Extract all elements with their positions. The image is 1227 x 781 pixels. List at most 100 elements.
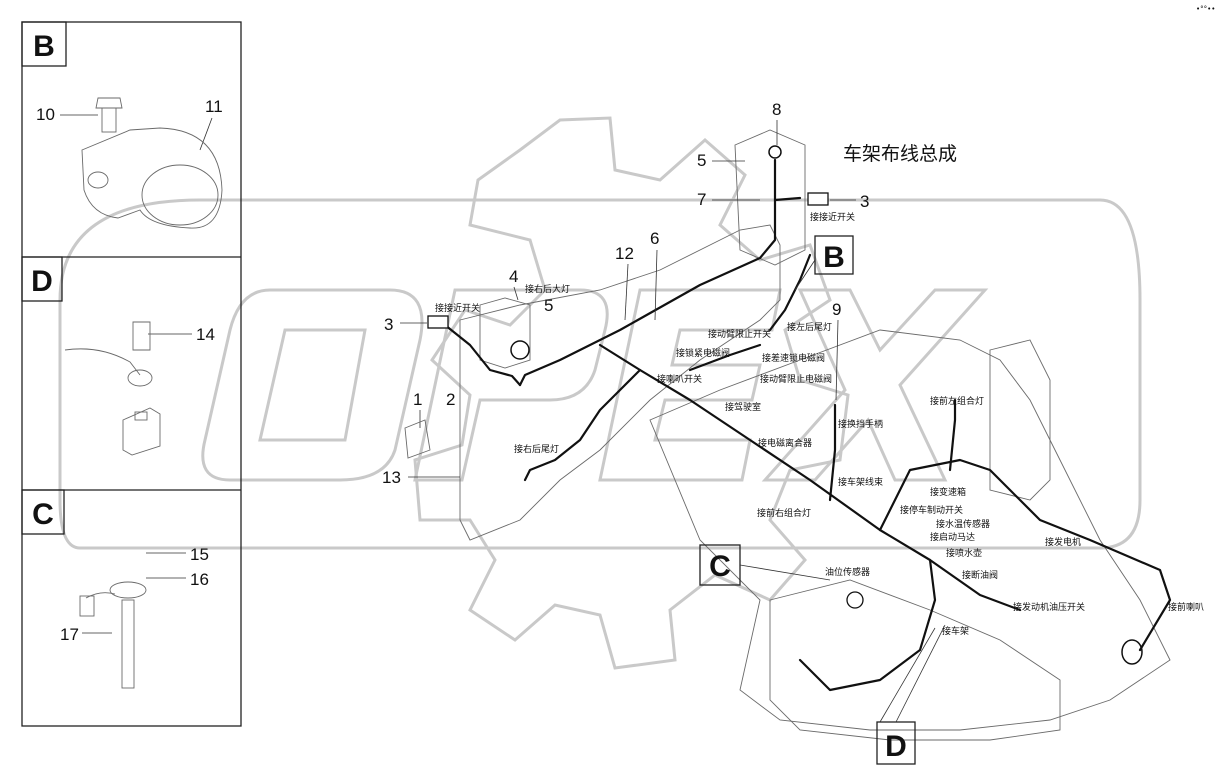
corner-mark: •°°•• (1196, 5, 1215, 13)
part-number: 11 (205, 97, 223, 116)
engine-block-outline (769, 579, 1061, 741)
rear-post-outline (734, 129, 806, 266)
leader-line (199, 117, 213, 151)
clamp-part (81, 127, 223, 229)
part-number: 7 (697, 190, 706, 209)
part-number: 10 (36, 105, 55, 124)
watermark (58, 116, 1142, 670)
sensor-connector (768, 145, 782, 159)
harness-branch-handle (828, 403, 837, 502)
label: 接右后尾灯 (514, 443, 559, 455)
panel-frame (21, 21, 242, 727)
panel-letter-box (21, 21, 67, 67)
callout-letter: D (885, 730, 907, 763)
ground-terminal-part (64, 321, 153, 387)
watermark-letter-p (413, 288, 609, 482)
part-number: 9 (832, 300, 841, 319)
right-post-outline (989, 339, 1051, 501)
label: 接停车制动开关 (900, 504, 963, 516)
panel-letter-box (21, 256, 63, 302)
label: 接断油阀 (962, 569, 998, 581)
label: 接驾驶室 (725, 401, 761, 413)
label: 接电磁离合器 (758, 437, 812, 449)
block-part (122, 407, 161, 456)
part-number: 17 (60, 625, 79, 644)
callout-letter: C (709, 550, 731, 583)
label: 接左后尾灯 (787, 321, 832, 333)
watermark-letter-x (761, 288, 989, 482)
prox-switch-connector (427, 315, 449, 329)
harness-branch-middle (688, 343, 762, 372)
label: 接前右组合灯 (757, 507, 811, 519)
harness-branch-front (878, 458, 1172, 652)
wiring-harness (427, 145, 1172, 692)
label: 接右后大灯 (525, 283, 570, 295)
part-number: 12 (615, 244, 634, 263)
panel-letter: B (33, 30, 55, 63)
part-number: 2 (446, 390, 455, 409)
harness-branch-battery (798, 558, 937, 692)
harness-branch-front-left (948, 398, 957, 472)
left-post-outline (479, 297, 531, 369)
bolt-part (95, 97, 123, 133)
part-number: 15 (190, 545, 209, 564)
label: 接换挡手柄 (838, 418, 883, 430)
fuel-sensor-part (79, 581, 147, 689)
label: 接接近开关 (810, 211, 855, 223)
panel-letter: D (31, 265, 53, 298)
front-frame-outline (649, 329, 1171, 731)
oil-sensor-connector (846, 591, 864, 609)
watermark-ring (58, 198, 1142, 550)
label: 接喷水壶 (946, 547, 982, 559)
harness-trunk (518, 158, 777, 387)
part-number: 5 (544, 296, 553, 315)
diagram-title: 车架布线总成 (843, 143, 957, 165)
part-number: 8 (772, 100, 781, 119)
label: 接启动马达 (930, 531, 975, 543)
bracket-part (404, 419, 431, 459)
horn-connector (1121, 639, 1143, 665)
part-number: 13 (382, 468, 401, 487)
part-number: 16 (190, 570, 209, 589)
label: 接水温传感器 (936, 518, 990, 530)
panel-b: B 10 11 (21, 21, 223, 229)
label: 接发电机 (1045, 536, 1081, 548)
part-number: 5 (697, 151, 706, 170)
label: 接喇叭开关 (657, 373, 702, 385)
panel-letter-box (21, 489, 65, 535)
watermark-letter-e (598, 288, 782, 482)
connector-labels: 接接近开关 接接近开关 接右后大灯 接动臂限止开关 接左后尾灯 接锁紧电磁阀 接… (435, 211, 1204, 637)
lamp-connector (510, 340, 530, 360)
callout-boxes: B C D (699, 235, 946, 765)
label: 接锁紧电磁阀 (676, 347, 730, 359)
part-callouts: 8 5 7 3 6 12 4 5 3 1 2 13 9 (382, 100, 869, 487)
label: 接车架线束 (838, 476, 883, 488)
harness-branch-prox-left (443, 323, 522, 387)
label: 接车架 (942, 625, 969, 637)
label: 接发动机油压开关 (1013, 601, 1085, 613)
panel-c: C 15 16 17 (21, 489, 209, 689)
label: 接接近开关 (435, 302, 480, 314)
label: 接前喇叭 (1168, 601, 1204, 613)
part-number: 4 (509, 267, 518, 286)
label: 接前左组合灯 (930, 395, 984, 407)
callout-box-b (814, 235, 854, 275)
panel-d: D 14 (21, 256, 215, 456)
part-number: 14 (196, 325, 215, 344)
watermark-letter-o (201, 288, 424, 482)
harness-branch-left (523, 368, 642, 482)
harness-branch-center (598, 343, 1022, 612)
label: 接变速箱 (930, 486, 966, 498)
harness-branch-rear (773, 196, 802, 202)
part-number: 3 (384, 315, 393, 334)
harness-branch-b (768, 253, 812, 332)
part-number: 6 (650, 229, 659, 248)
detail-panels: B 10 11 D 14 (21, 21, 242, 727)
frame-drawing (459, 129, 1171, 741)
part-number: 3 (860, 192, 869, 211)
label: 油位传感器 (825, 566, 870, 578)
label: 接动臂限止开关 (708, 328, 771, 340)
prox-switch-connector (807, 192, 829, 206)
panel-letter: C (32, 498, 54, 531)
